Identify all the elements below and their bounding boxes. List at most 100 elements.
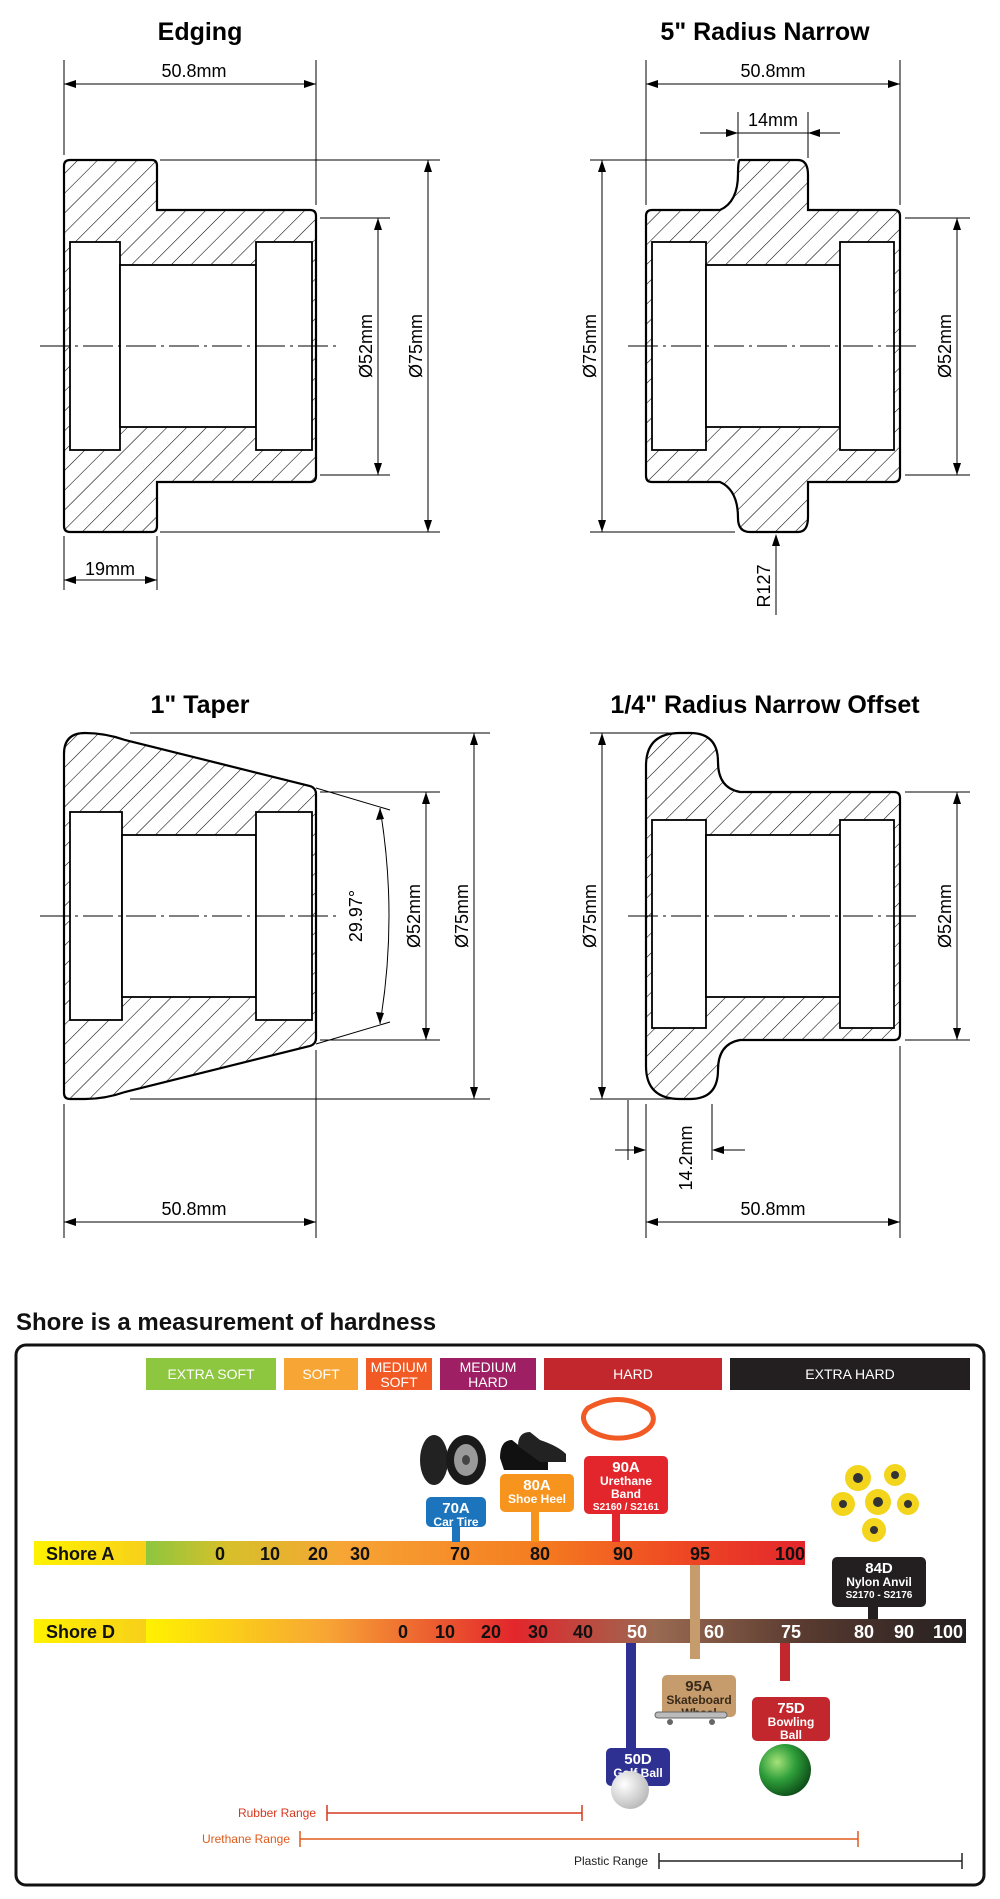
shore-a-tick-label: 70 [450,1544,470,1564]
dim-width: 50.8mm [740,61,805,81]
rubber-range-label: Rubber Range [238,1806,316,1820]
urethane-band-icon [581,1397,656,1441]
example-box [832,1557,926,1607]
example-name: Band [611,1487,641,1501]
shore-a-tick-label: 90 [613,1544,633,1564]
dim-angle: 29.97° [346,890,366,942]
bowling-ball-icon [759,1744,811,1796]
example-value: 84D [865,1560,893,1577]
example-value: 50D [624,1751,652,1768]
dim-width: 50.8mm [161,1199,226,1219]
category-label: EXTRA SOFT [167,1366,255,1382]
category-label: HARD [613,1366,653,1382]
drawing-title: 1" Taper [151,691,250,719]
dim-outer: Ø75mm [580,314,600,378]
example-name: Bowling [768,1715,815,1729]
example-value: 75D [777,1700,805,1717]
shore-a-bar [146,1541,805,1565]
shore-d-tick-label: 0 [398,1622,408,1642]
shore-a-label-bg [34,1541,146,1565]
example-part-numbers: S2160 / S2161 [593,1502,660,1513]
dim-radius: R127 [754,564,774,607]
skateboard-icon [654,1711,728,1725]
dimension-lines [590,60,970,615]
category-box [544,1358,722,1390]
shore-a-tick-label: 95 [690,1544,710,1564]
shore-d-tick-label: 90 [894,1622,914,1642]
drawing-1in-taper: 1" Taper 29.97° Ø52mm Ø75mm 50.8mm [40,691,490,1238]
example-value: 95A [685,1678,713,1695]
material-ranges: Rubber Range Urethane Range Plastic Rang… [202,1805,963,1869]
dim-bore: Ø52mm [935,314,955,378]
drawing-title: Edging [158,18,243,46]
dim-offset: 14.2mm [676,1125,696,1190]
category-label: HARD [468,1374,508,1390]
example-box [752,1697,830,1741]
shore-a-tick-label: 30 [350,1544,370,1564]
drawing-title: 5" Radius Narrow [660,18,870,46]
dim-bore: Ø52mm [935,884,955,948]
drawing-5in-radius-narrow: 5" Radius Narrow 50.8mm 14mm Ø75mm Ø52mm [580,18,970,615]
urethane-range-label: Urethane Range [202,1832,290,1846]
shore-d-label: Shore D [46,1622,115,1642]
category-box [440,1358,536,1390]
category-label: SOFT [380,1374,418,1390]
bearing-seat-right [839,819,895,1029]
category-box [730,1358,970,1390]
example-name: Nylon Anvil [846,1575,912,1589]
shore-panel [14,1343,986,1887]
dim-flange: 14mm [748,110,798,130]
example-box [662,1675,736,1717]
drawing-edging: Edging 50.8mm Ø52mm Ø75mm 19mm [40,18,440,590]
shore-d-tick-label: 50 [627,1622,647,1642]
dimension-arrows [64,733,478,1226]
dimension-lines [63,732,490,1238]
category-label: MEDIUM [460,1359,517,1375]
dimension-arrows [598,733,961,1226]
dim-bore: Ø52mm [404,884,424,948]
shore-d-tick-label: 100 [933,1622,963,1642]
example-name: Skateboard [666,1693,731,1707]
shore-d-label-bg [34,1619,146,1643]
dimension-lines [590,732,970,1238]
bearing-seat-left [651,819,707,1029]
plastic-range-label: Plastic Range [574,1854,648,1868]
example-value: 70A [442,1500,470,1517]
dimension-lines [63,60,440,590]
shore-a-tick-label: 0 [215,1544,225,1564]
example-name: Urethane [600,1474,652,1488]
shore-d-tick-label: 30 [528,1622,548,1642]
dimension-arrows [64,80,432,584]
shore-a-tick-label: 80 [530,1544,550,1564]
shoe-icon [500,1432,566,1470]
dim-outer: Ø75mm [580,884,600,948]
example-box [426,1497,486,1527]
category-box [146,1358,276,1390]
dim-outer: Ø75mm [406,314,426,378]
nylon-wheels-icon [831,1464,919,1542]
shore-d-tick-label: 10 [435,1622,455,1642]
dim-width: 50.8mm [161,61,226,81]
shore-heading: Shore is a measurement of hardness [16,1309,436,1336]
shore-a-tick-label: 10 [260,1544,280,1564]
shore-d-tick-label: 75 [781,1622,801,1642]
shore-d-tick-label: 40 [573,1622,593,1642]
golf-ball-icon [611,1771,649,1809]
shore-d-tick-label: 20 [481,1622,501,1642]
shore-a-tick-label: 20 [308,1544,328,1564]
shore-d-tick-label: 80 [854,1622,874,1642]
category-box [284,1358,358,1390]
dim-width: 50.8mm [740,1199,805,1219]
dimension-arrows [598,80,961,546]
category-box [366,1358,432,1390]
